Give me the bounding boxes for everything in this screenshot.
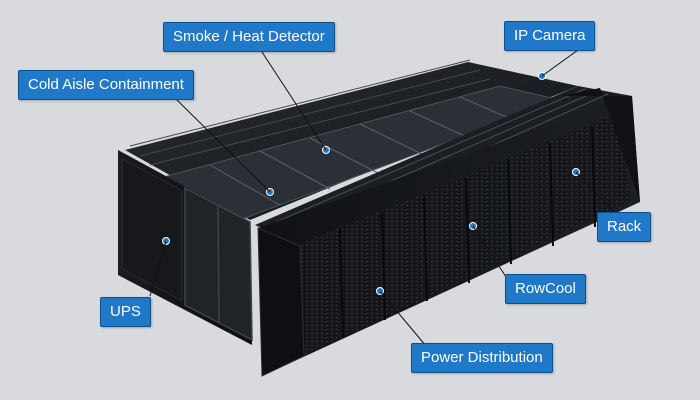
leader-cold-aisle: [174, 97, 271, 193]
ups-unit: [121, 158, 183, 302]
leader-power-distribution: [379, 290, 427, 347]
callout-rack: Rack: [597, 212, 652, 242]
leader-lines: [149, 49, 617, 347]
leader-rack: [575, 171, 617, 215]
cable-tray-back: [129, 59, 491, 166]
leader-rowcool: [472, 225, 509, 281]
leader-ip-camera: [541, 49, 579, 77]
callout-ups: UPS: [100, 297, 151, 327]
callout-ip-camera: IP Camera: [504, 21, 596, 51]
callout-smoke-heat-detector: Smoke / Heat Detector: [163, 22, 335, 52]
door-divider: [217, 204, 220, 324]
back-row-end: [560, 88, 640, 202]
front-end-cap: [257, 227, 305, 377]
callout-power-distribution: Power Distribution: [411, 343, 553, 373]
leader-ups: [149, 240, 167, 297]
callout-cold-aisle-containment: Cold Aisle Containment: [18, 70, 194, 100]
rack-dividers: [339, 125, 596, 339]
callout-rowcool: RowCool: [505, 274, 586, 304]
leader-smoke-detector: [261, 51, 327, 151]
